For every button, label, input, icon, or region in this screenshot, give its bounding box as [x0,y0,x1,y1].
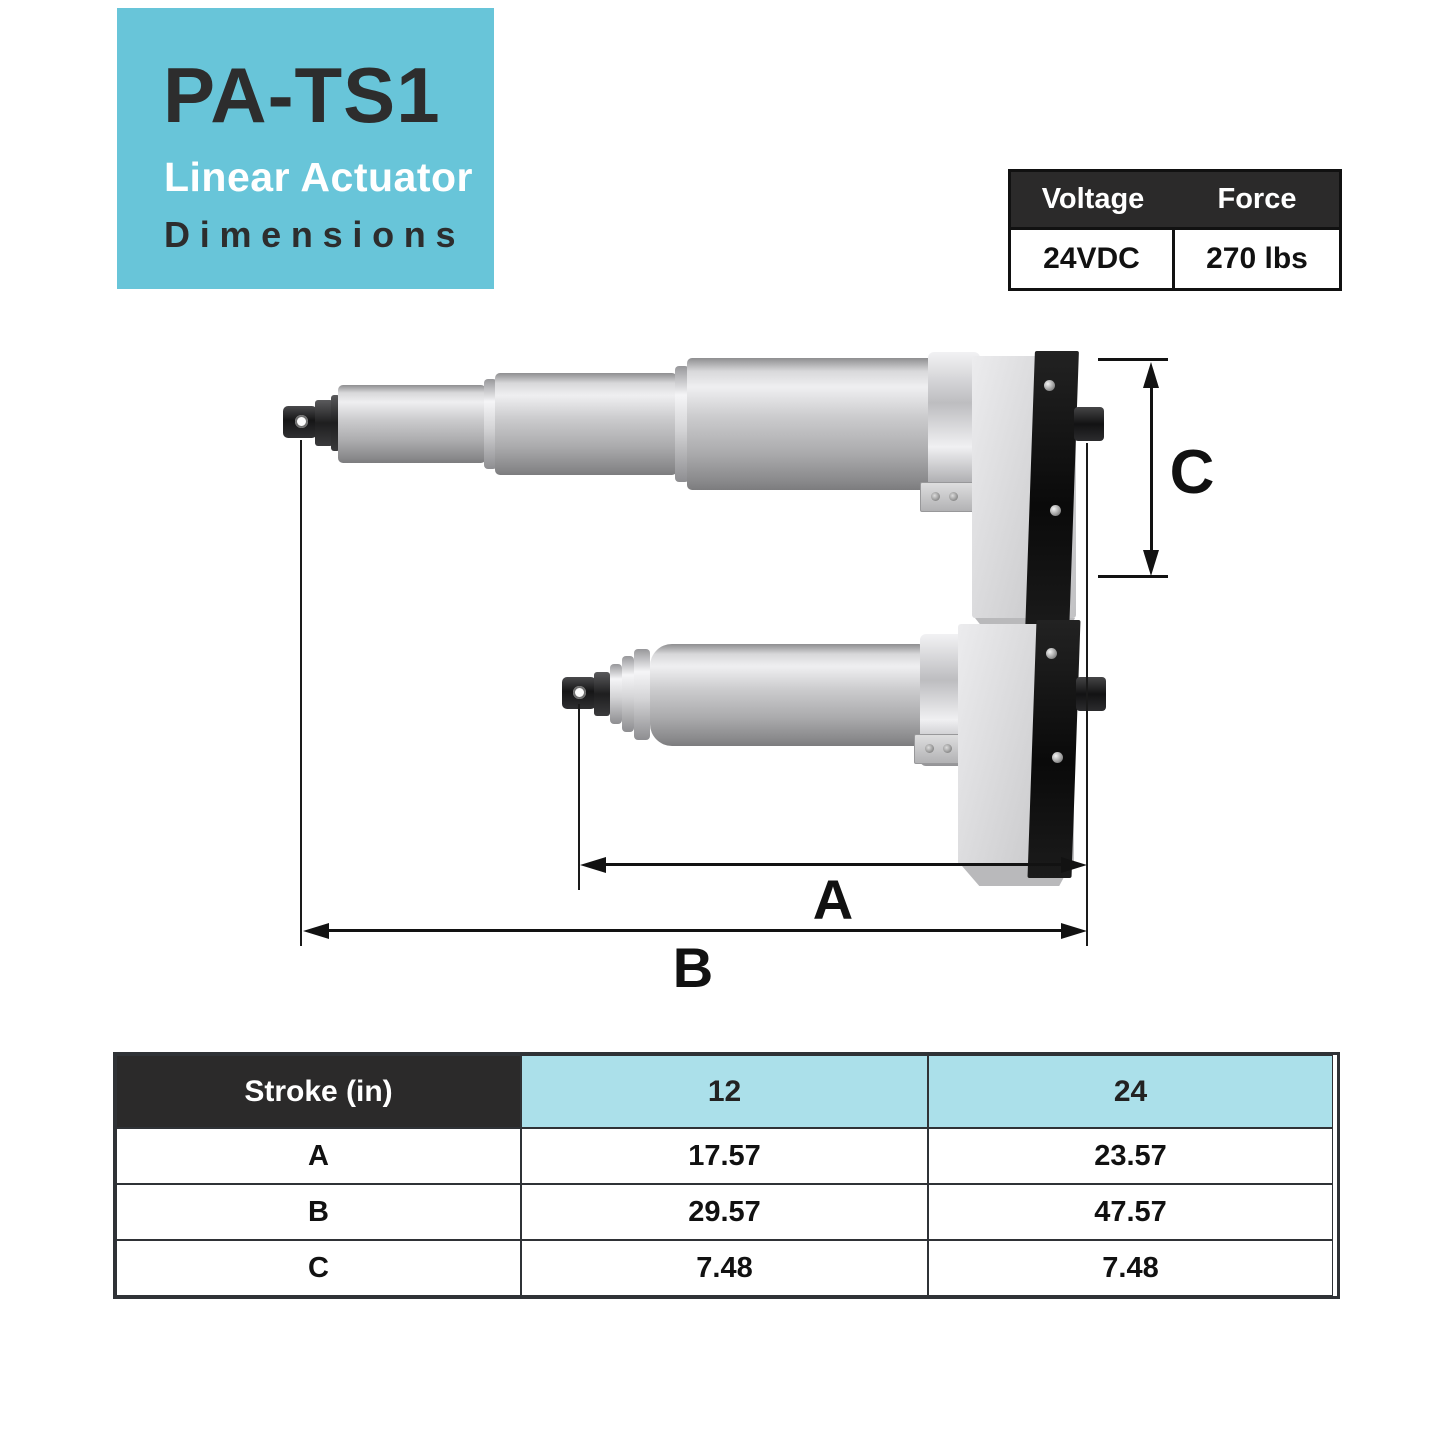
arrow-left-icon [580,857,606,873]
plate-screw-icon [1052,752,1063,763]
stroke-table-header-label: Stroke (in) [116,1055,521,1128]
table-row-b-12: 29.57 [521,1184,928,1240]
gearbox-collar [928,352,980,498]
clevis-hole-icon [295,415,308,428]
rod-ring-2 [675,366,689,482]
table-row-b-label: B [116,1184,521,1240]
product-subtitle: Linear Actuator [164,154,473,200]
bracket-screw-icon [949,492,958,501]
cone-ring-1 [610,664,622,724]
arrow-left-icon [303,923,329,939]
rod-end-cap [594,672,610,716]
table-row-c-12: 7.48 [521,1240,928,1296]
dim-c-top-tick [1098,358,1168,361]
table-row-b-24: 47.57 [928,1184,1333,1240]
table-row-a-12: 17.57 [521,1128,928,1184]
arrow-right-icon [1061,857,1087,873]
cone-ring-3 [634,649,650,740]
bracket-screw-icon [925,744,934,753]
table-row-c-label: C [116,1240,521,1296]
spec-header-force: Force [1175,172,1339,227]
mounting-plate [1027,620,1081,878]
table-row-c-24: 7.48 [928,1240,1333,1296]
title-card: PA-TS1 Linear Actuator Dimensions [117,8,494,289]
rod-ring-1 [484,379,497,469]
bracket-screw-icon [931,492,940,501]
spec-value-force: 270 lbs [1175,227,1339,288]
arrow-down-icon [1143,550,1159,576]
extension-line-rear [1086,443,1088,946]
spec-value-voltage: 24VDC [1011,227,1175,288]
table-row-a-24: 23.57 [928,1128,1333,1184]
spec-header-voltage: Voltage [1011,172,1175,227]
stroke-table-header-12: 12 [521,1055,928,1128]
clevis-hole-icon [573,686,586,699]
rod-end-cap [315,400,333,446]
cone-ring-2 [622,656,634,732]
arrow-right-icon [1061,923,1087,939]
plate-screw-icon [1044,380,1055,391]
table-row-a-label: A [116,1128,521,1184]
dimensions-label: Dimensions [164,214,466,255]
dimension-line-a [596,863,1072,866]
outer-tube [687,358,935,490]
bracket-screw-icon [943,744,952,753]
dim-label-a: A [812,868,854,931]
rod-section-1 [338,385,486,463]
plate-screw-icon [1046,648,1057,659]
plate-screw-icon [1050,505,1061,516]
arrow-up-icon [1143,362,1159,388]
rod-end-step [331,395,340,451]
stroke-table: Stroke (in) 12 24 A 17.57 23.57 B 29.57 … [113,1052,1340,1299]
rear-mount-pin [1074,407,1104,441]
rod-section-2 [495,373,677,475]
dim-label-c: C [1169,438,1215,507]
model-title: PA-TS1 [163,51,441,139]
extension-line-front-extended [300,440,302,946]
dimension-line-c [1150,380,1153,558]
dim-label-b: B [672,936,714,999]
collar-bracket [920,482,974,512]
extension-line-front-retracted [578,704,580,890]
stroke-table-header-24: 24 [928,1055,1333,1128]
outer-tube [650,644,924,746]
dimension-line-b [319,929,1071,932]
dim-c-bottom-tick [1098,575,1168,578]
rear-mount-pin [1076,677,1106,711]
spec-table: Voltage Force 24VDC 270 lbs [1008,169,1342,291]
